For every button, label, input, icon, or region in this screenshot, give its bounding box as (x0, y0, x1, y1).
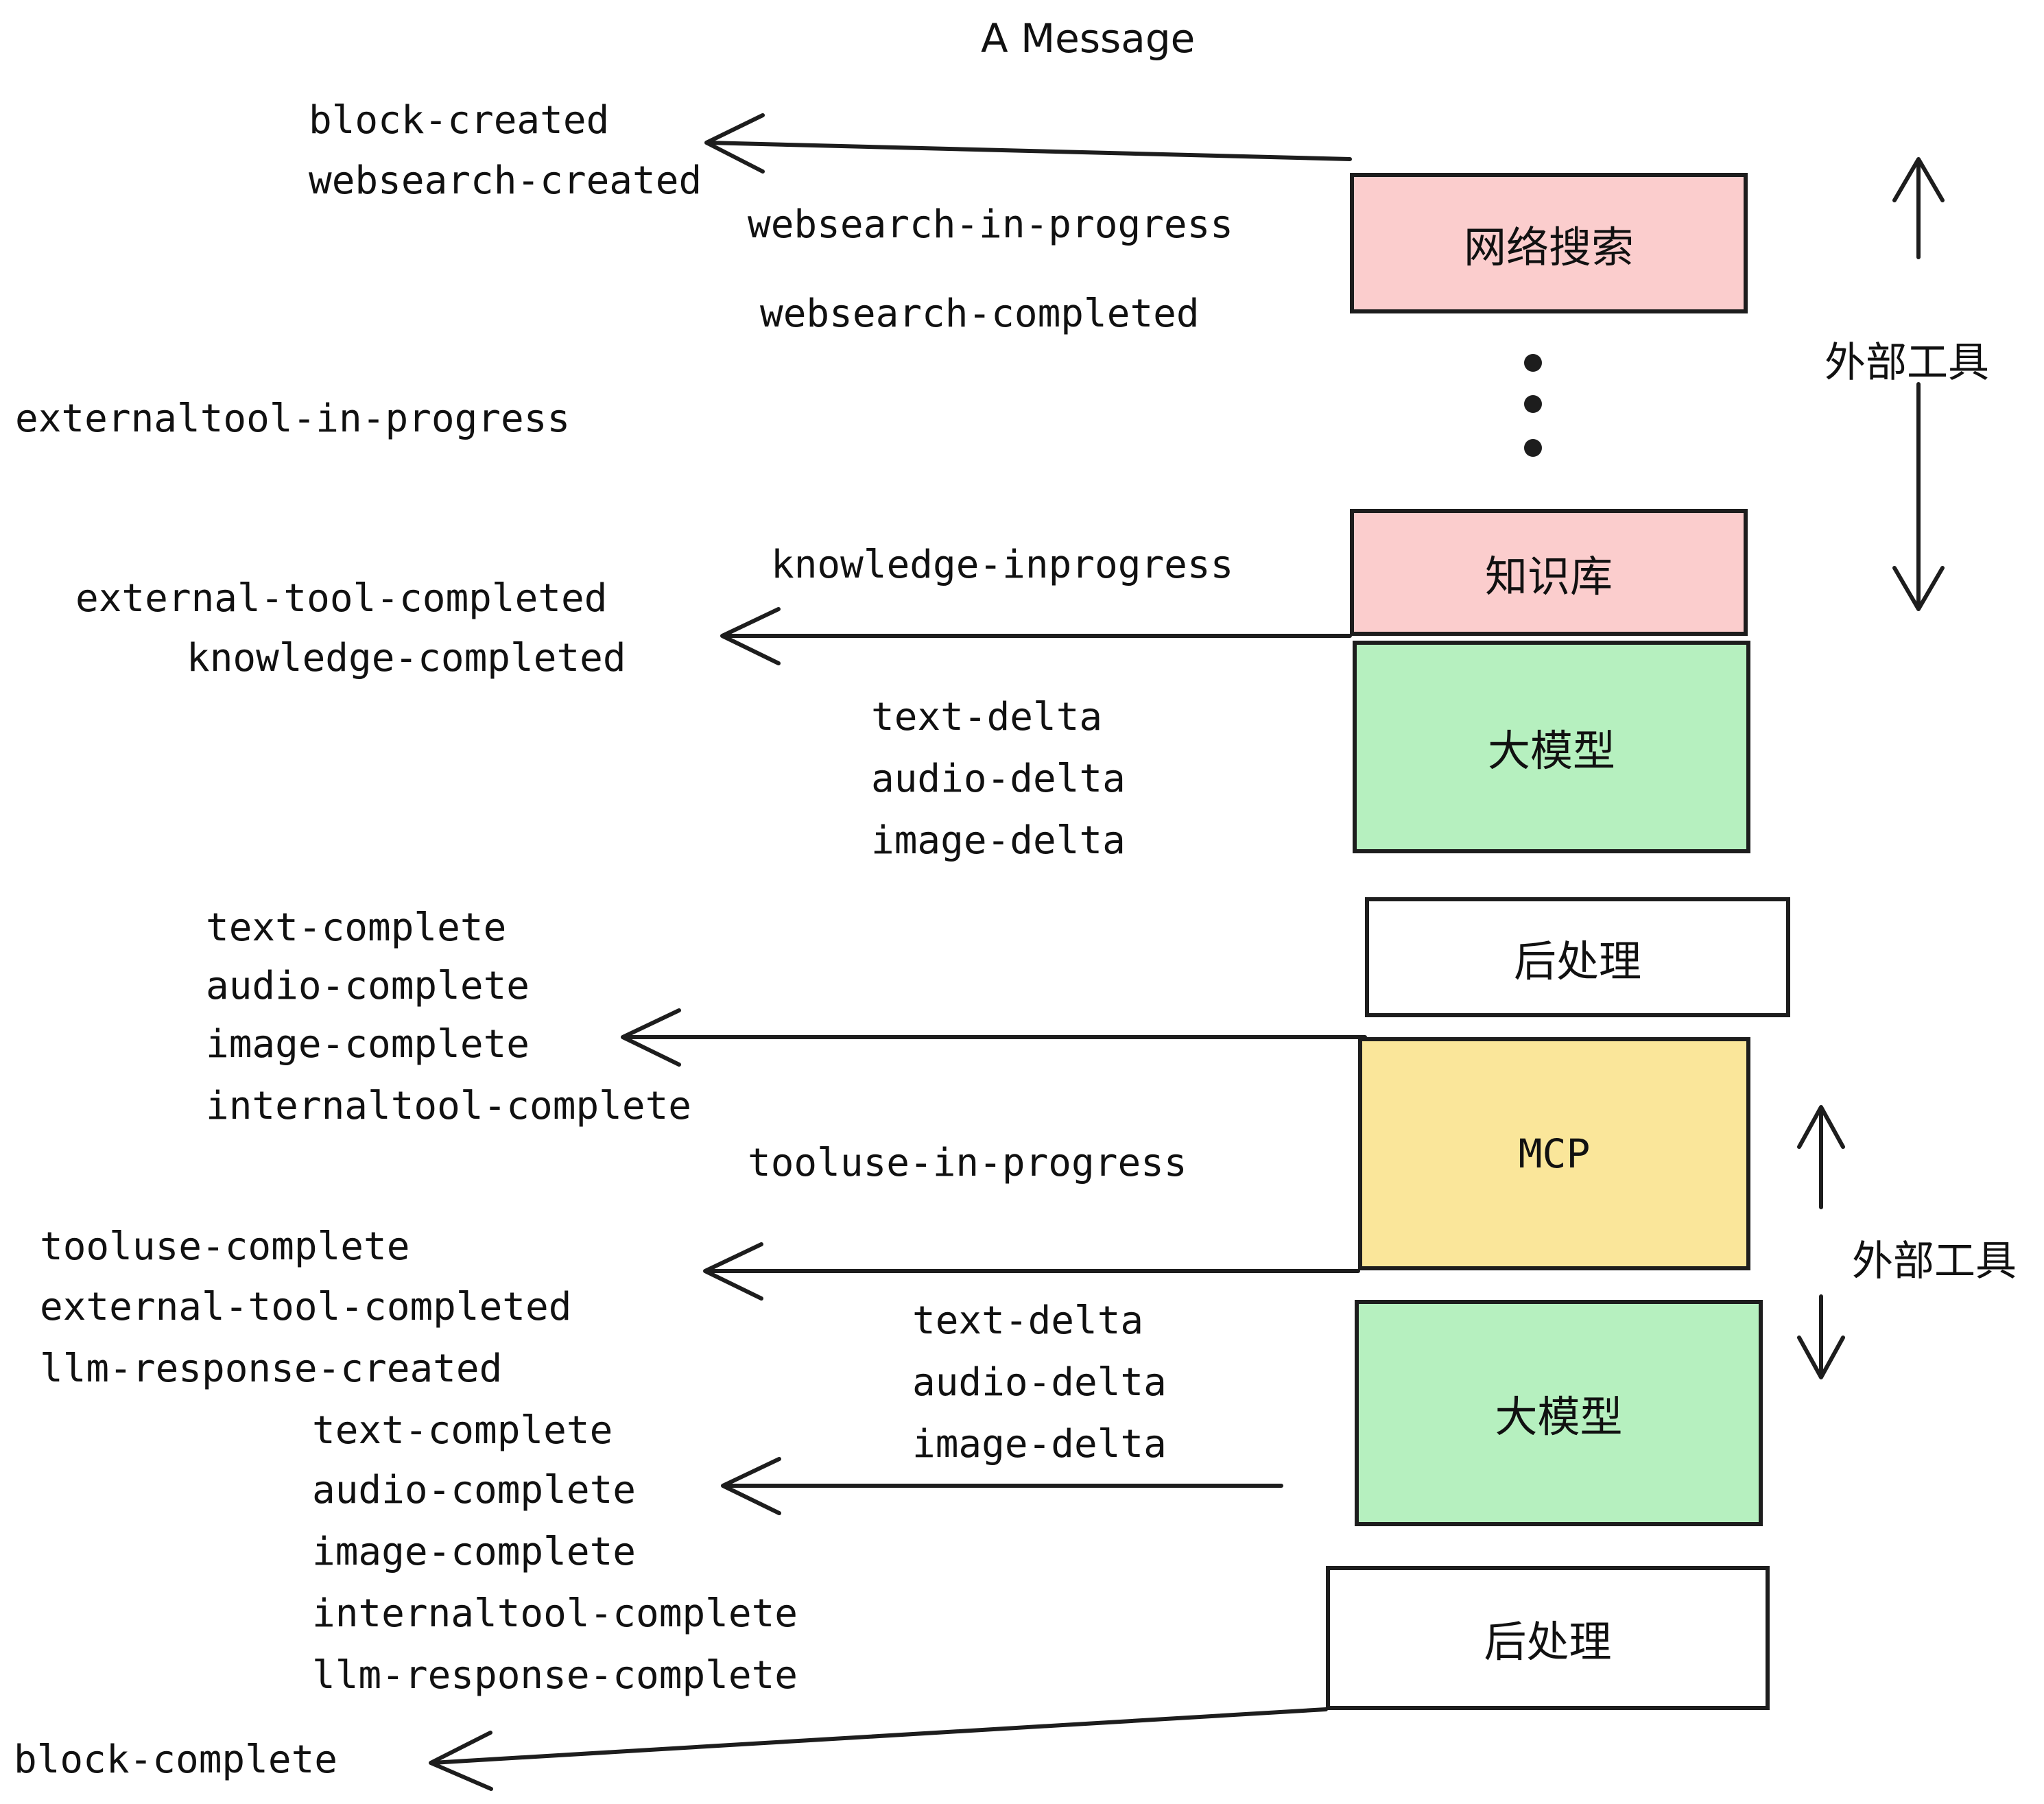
box-websearch-label: 网络搜索 (1463, 222, 1634, 272)
side-label-external-tool-top: 外部工具 (1825, 339, 1989, 387)
box-postprocess-1[interactable]: 后处理 (1365, 897, 1790, 1017)
box-postprocess-2[interactable]: 后处理 (1326, 1566, 1770, 1710)
box-llm-2[interactable]: 大模型 (1355, 1300, 1763, 1526)
event-image-complete-2: image-complete (312, 1530, 637, 1574)
event-tooluse-in-progress: tooluse-in-progress (748, 1141, 1187, 1185)
box-llm-2-label: 大模型 (1495, 1392, 1623, 1442)
box-mcp-label: MCP (1518, 1130, 1591, 1177)
ellipsis-dot-3 (1524, 439, 1542, 457)
event-websearch-created: websearch-created (309, 158, 702, 203)
box-websearch[interactable]: 网络搜索 (1350, 173, 1748, 313)
page-title: A Message (981, 15, 1196, 62)
event-audio-delta-1: audio-delta (871, 757, 1126, 801)
box-mcp[interactable]: MCP (1358, 1037, 1750, 1270)
event-externaltool-in-progress: externaltool-in-progress (15, 396, 571, 441)
box-llm-1[interactable]: 大模型 (1353, 641, 1750, 853)
ellipsis-dot-1 (1524, 354, 1542, 372)
event-llm-response-created: llm-response-created (40, 1346, 503, 1391)
box-knowledge[interactable]: 知识库 (1350, 509, 1748, 636)
event-external-tool-completed-1: external-tool-completed (75, 576, 608, 621)
event-text-complete-2: text-complete (312, 1408, 613, 1453)
event-audio-delta-2: audio-delta (912, 1360, 1167, 1405)
side-label-external-tool-bottom: 外部工具 (1852, 1237, 2017, 1285)
event-text-delta-2: text-delta (912, 1298, 1144, 1343)
event-llm-response-complete: llm-response-complete (312, 1653, 798, 1698)
event-audio-complete-2: audio-complete (312, 1468, 637, 1512)
ellipsis-dot-2 (1524, 395, 1542, 413)
event-knowledge-completed: knowledge-completed (187, 636, 626, 680)
event-block-complete: block-complete (14, 1737, 338, 1782)
event-knowledge-inprogress: knowledge-inprogress (771, 543, 1234, 587)
box-postprocess-1-label: 后处理 (1513, 936, 1641, 986)
event-image-complete-1: image-complete (206, 1022, 530, 1067)
event-block-created: block-created (309, 98, 610, 143)
event-external-tool-completed-2: external-tool-completed (40, 1285, 572, 1329)
event-websearch-completed: websearch-completed (760, 292, 1200, 336)
event-text-delta-1: text-delta (871, 695, 1103, 739)
event-image-delta-2: image-delta (912, 1422, 1167, 1467)
box-knowledge-label: 知识库 (1484, 551, 1613, 602)
event-image-delta-1: image-delta (871, 818, 1126, 863)
event-text-complete-1: text-complete (206, 905, 507, 950)
box-postprocess-2-label: 后处理 (1484, 1617, 1612, 1667)
event-audio-complete-1: audio-complete (206, 964, 530, 1008)
event-tooluse-complete: tooluse-complete (40, 1224, 410, 1269)
event-internaltool-complete-2: internaltool-complete (312, 1591, 798, 1636)
event-websearch-in-progress: websearch-in-progress (748, 202, 1234, 247)
event-internaltool-complete-1: internaltool-complete (206, 1084, 692, 1128)
box-llm-1-label: 大模型 (1487, 726, 1615, 776)
